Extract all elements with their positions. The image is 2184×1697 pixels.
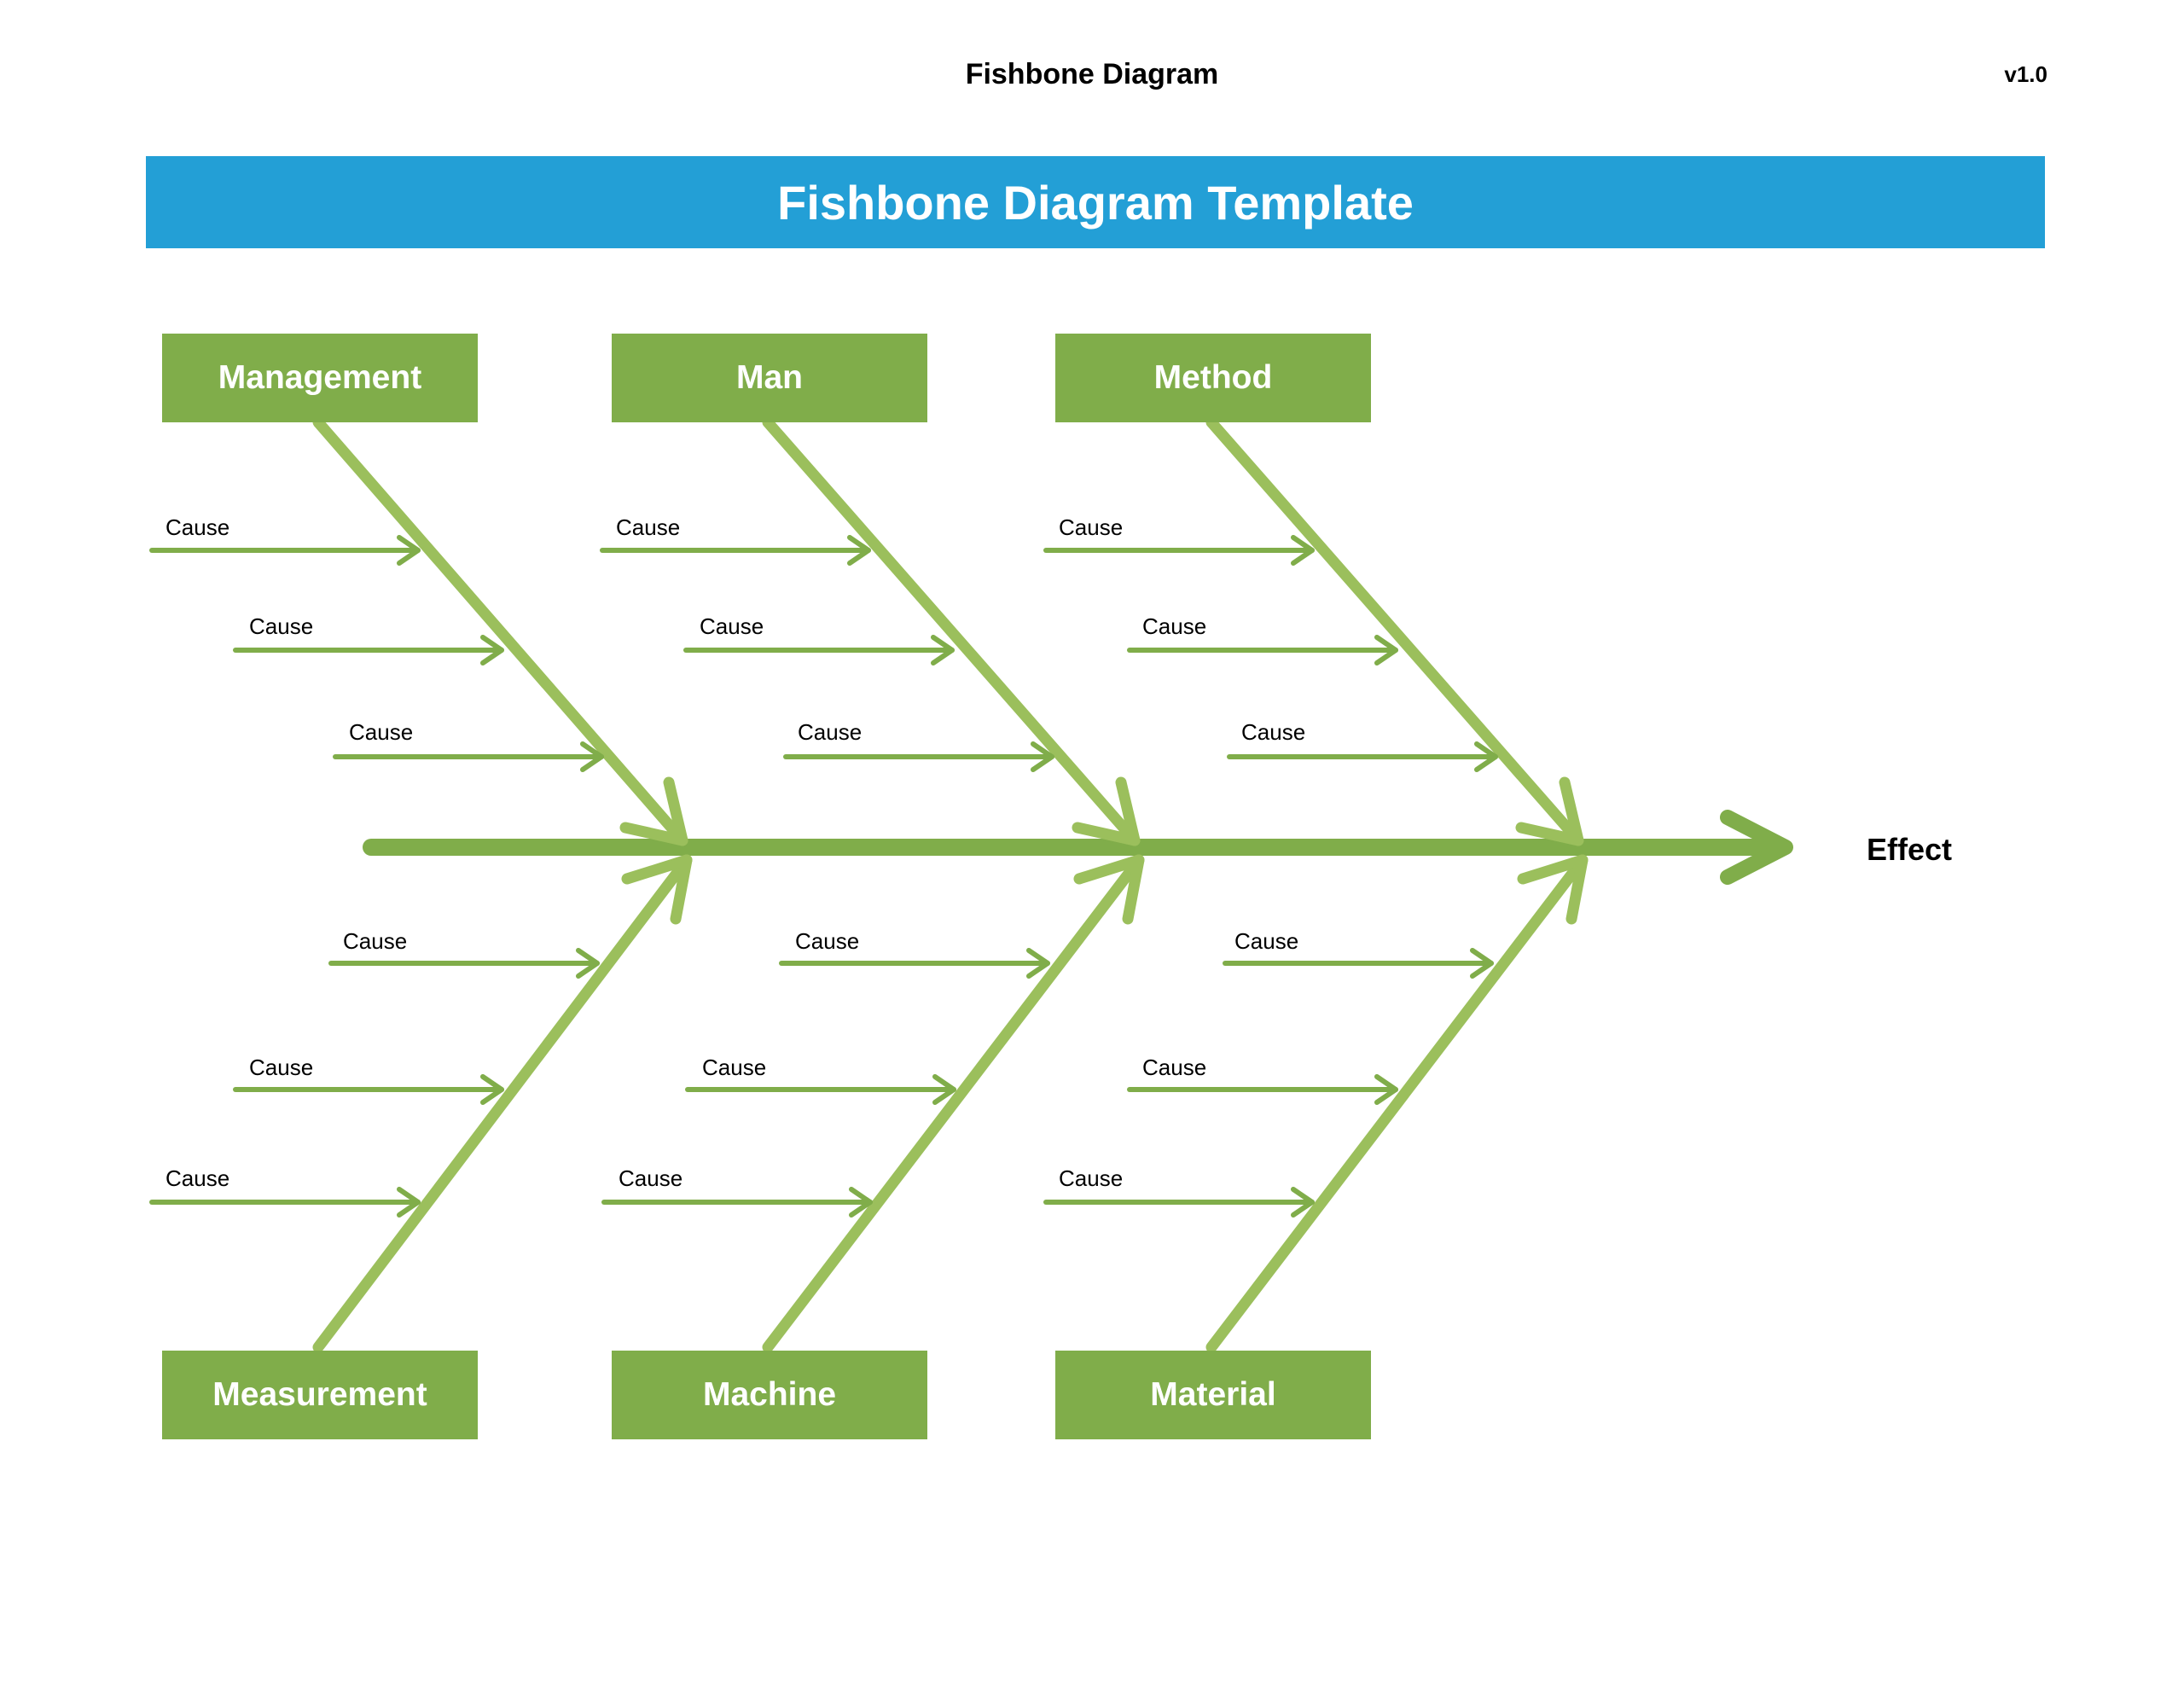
- cause-label: Cause: [249, 613, 314, 639]
- cause-label: Cause: [616, 514, 681, 540]
- cause-label: Cause: [1241, 719, 1306, 745]
- cause-label: Cause: [1059, 514, 1124, 540]
- spine: [363, 810, 1793, 885]
- banner-title: Fishbone Diagram Template: [777, 175, 1414, 230]
- cause-label: Cause: [1142, 613, 1207, 639]
- bone-method: [1205, 416, 1584, 846]
- bottom-bones: [312, 854, 1589, 1353]
- category-method: Method: [1055, 334, 1371, 422]
- bone-measurement: [312, 854, 693, 1353]
- bone-machine: [762, 854, 1145, 1353]
- category-label: Machine: [702, 1376, 837, 1413]
- category-management: Management: [162, 334, 478, 422]
- bone-material: [1205, 854, 1589, 1353]
- cause-label: Cause: [1059, 1165, 1124, 1191]
- title-banner: Fishbone Diagram Template: [146, 156, 2045, 248]
- bone-machine-arrowhead: [1073, 854, 1145, 925]
- cause-label: Cause: [700, 613, 764, 639]
- bone-method-arrowhead: [1515, 776, 1584, 846]
- cause-label: Cause: [1142, 1055, 1207, 1080]
- effect-label: Effect: [1867, 832, 1953, 867]
- cause-label: Cause: [795, 928, 860, 954]
- cause-label: Cause: [798, 719, 863, 745]
- cause-label: Cause: [343, 928, 408, 954]
- category-label: Material: [1150, 1376, 1276, 1413]
- category-machine: Machine: [612, 1351, 927, 1439]
- document-title: Fishbone Diagram: [965, 58, 1219, 90]
- cause-label: Cause: [166, 514, 230, 540]
- cause-label: Cause: [702, 1055, 767, 1080]
- bone-man-arrowhead: [1072, 776, 1141, 846]
- category-label: Man: [736, 359, 803, 396]
- document-version: v1.0: [2004, 61, 2048, 87]
- cause-label: Cause: [1234, 928, 1299, 954]
- category-measurement: Measurement: [162, 1351, 478, 1439]
- cause-label: Cause: [249, 1055, 314, 1080]
- bone-man: [762, 416, 1141, 846]
- bone-measurement-arrowhead: [621, 854, 693, 925]
- cause-label: Cause: [349, 719, 414, 745]
- bone-material-arrowhead: [1517, 854, 1589, 925]
- category-man: Man: [612, 334, 927, 422]
- category-label: Measurement: [212, 1376, 427, 1413]
- category-label: Management: [218, 359, 422, 396]
- cause-label: Cause: [619, 1165, 683, 1191]
- top-bones: [312, 416, 1584, 846]
- bone-management: [312, 416, 688, 846]
- bone-management-arrowhead: [619, 776, 688, 846]
- category-label: Method: [1153, 359, 1273, 396]
- cause-arrows: [149, 535, 1498, 1218]
- category-material: Material: [1055, 1351, 1371, 1439]
- cause-label: Cause: [166, 1165, 230, 1191]
